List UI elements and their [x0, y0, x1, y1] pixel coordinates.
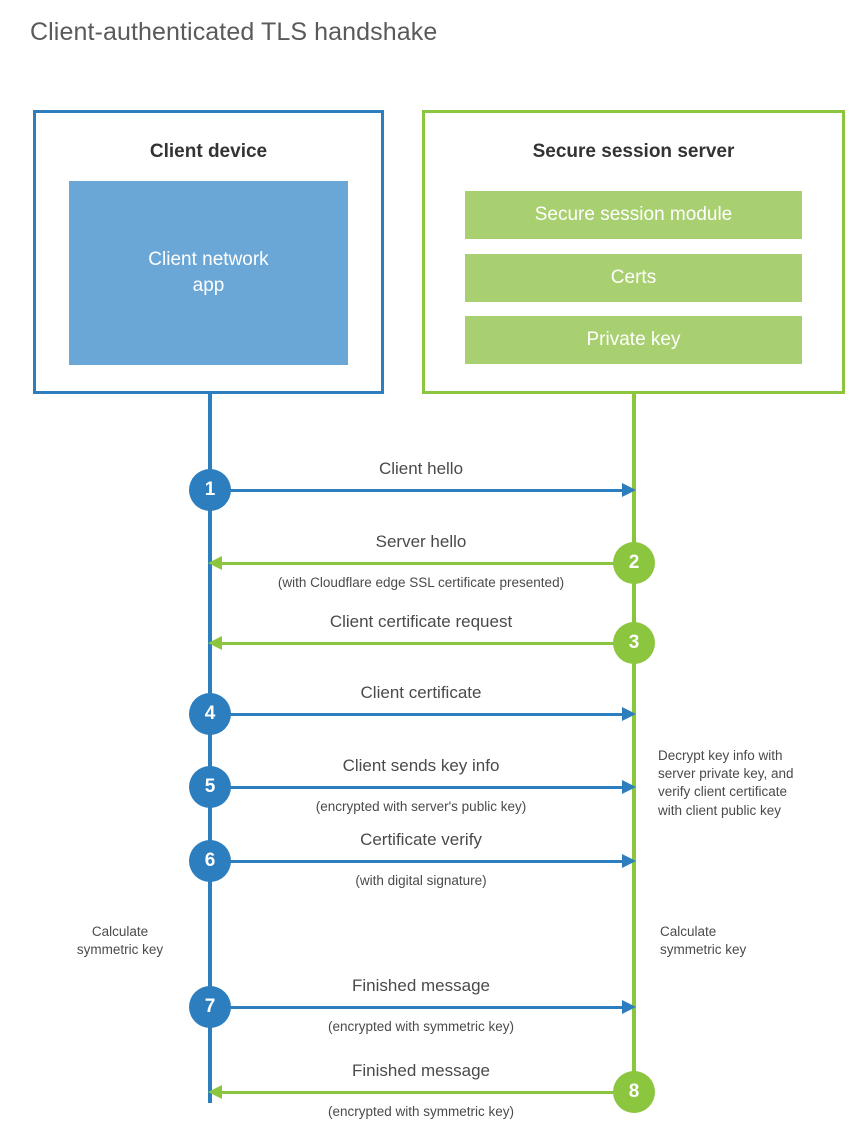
- client-device-box: Client device Client network app: [33, 110, 384, 394]
- message-arrowhead-icon: [622, 780, 636, 794]
- message-arrow-line: [210, 713, 624, 716]
- message-sublabel: (encrypted with symmetric key): [327, 1104, 515, 1119]
- annotation-client-calculate-symmetric-key: Calculate symmetric key: [76, 924, 164, 958]
- message-label: Certificate verify: [360, 830, 482, 849]
- message-arrowhead-icon: [622, 854, 636, 868]
- server-component-secure-session-module: Secure session module: [465, 191, 802, 239]
- secure-session-server-box: Secure session server Secure session mod…: [422, 110, 845, 394]
- step-number-badge: 2: [613, 542, 655, 584]
- message-arrow-line: [218, 562, 632, 565]
- message-arrowhead-icon: [622, 1000, 636, 1014]
- message-label: Client certificate: [360, 683, 482, 702]
- step-number-badge: 1: [189, 469, 231, 511]
- client-network-app-block: Client network app: [69, 181, 348, 365]
- step-number-badge: 6: [189, 840, 231, 882]
- message-arrow-line: [218, 1091, 632, 1094]
- step-number-badge: 3: [613, 622, 655, 664]
- step-number-badge: 5: [189, 766, 231, 808]
- message-label: Client sends key info: [342, 756, 500, 775]
- message-sublabel: (with digital signature): [355, 873, 487, 888]
- step-number-badge: 4: [189, 693, 231, 735]
- message-arrow-line: [210, 786, 624, 789]
- message-arrow-line: [210, 860, 624, 863]
- message-label: Server hello: [375, 532, 467, 551]
- message-sublabel: (encrypted with server's public key): [315, 799, 527, 814]
- annotation-server-calculate-symmetric-key: Calculate symmetric key: [660, 924, 747, 958]
- message-label: Finished message: [352, 976, 490, 995]
- message-arrow-line: [218, 642, 632, 645]
- server-lifeline: [632, 391, 636, 1093]
- message-label: Client certificate request: [329, 612, 513, 631]
- client-device-title: Client device: [149, 141, 268, 162]
- message-sublabel: (encrypted with symmetric key): [327, 1019, 515, 1034]
- secure-session-server-title: Secure session server: [532, 141, 735, 162]
- message-label: Finished message: [352, 1061, 490, 1080]
- message-arrow-line: [210, 1006, 624, 1009]
- client-lifeline: [208, 391, 212, 1103]
- annotation-server-decrypt: Decrypt key info with server private key…: [658, 748, 794, 818]
- step-number-badge: 8: [613, 1071, 655, 1113]
- server-component-private-key: Private key: [465, 316, 802, 364]
- step-number-badge: 7: [189, 986, 231, 1028]
- message-sublabel: (with Cloudflare edge SSL certificate pr…: [277, 575, 565, 590]
- server-component-certs: Certs: [465, 254, 802, 302]
- message-arrowhead-icon: [622, 707, 636, 721]
- message-arrowhead-icon: [622, 483, 636, 497]
- page-title: Client-authenticated TLS handshake: [30, 18, 438, 46]
- message-arrowhead-icon: [208, 556, 222, 570]
- message-label: Client hello: [378, 459, 464, 478]
- message-arrow-line: [210, 489, 624, 492]
- message-arrowhead-icon: [208, 1085, 222, 1099]
- message-arrowhead-icon: [208, 636, 222, 650]
